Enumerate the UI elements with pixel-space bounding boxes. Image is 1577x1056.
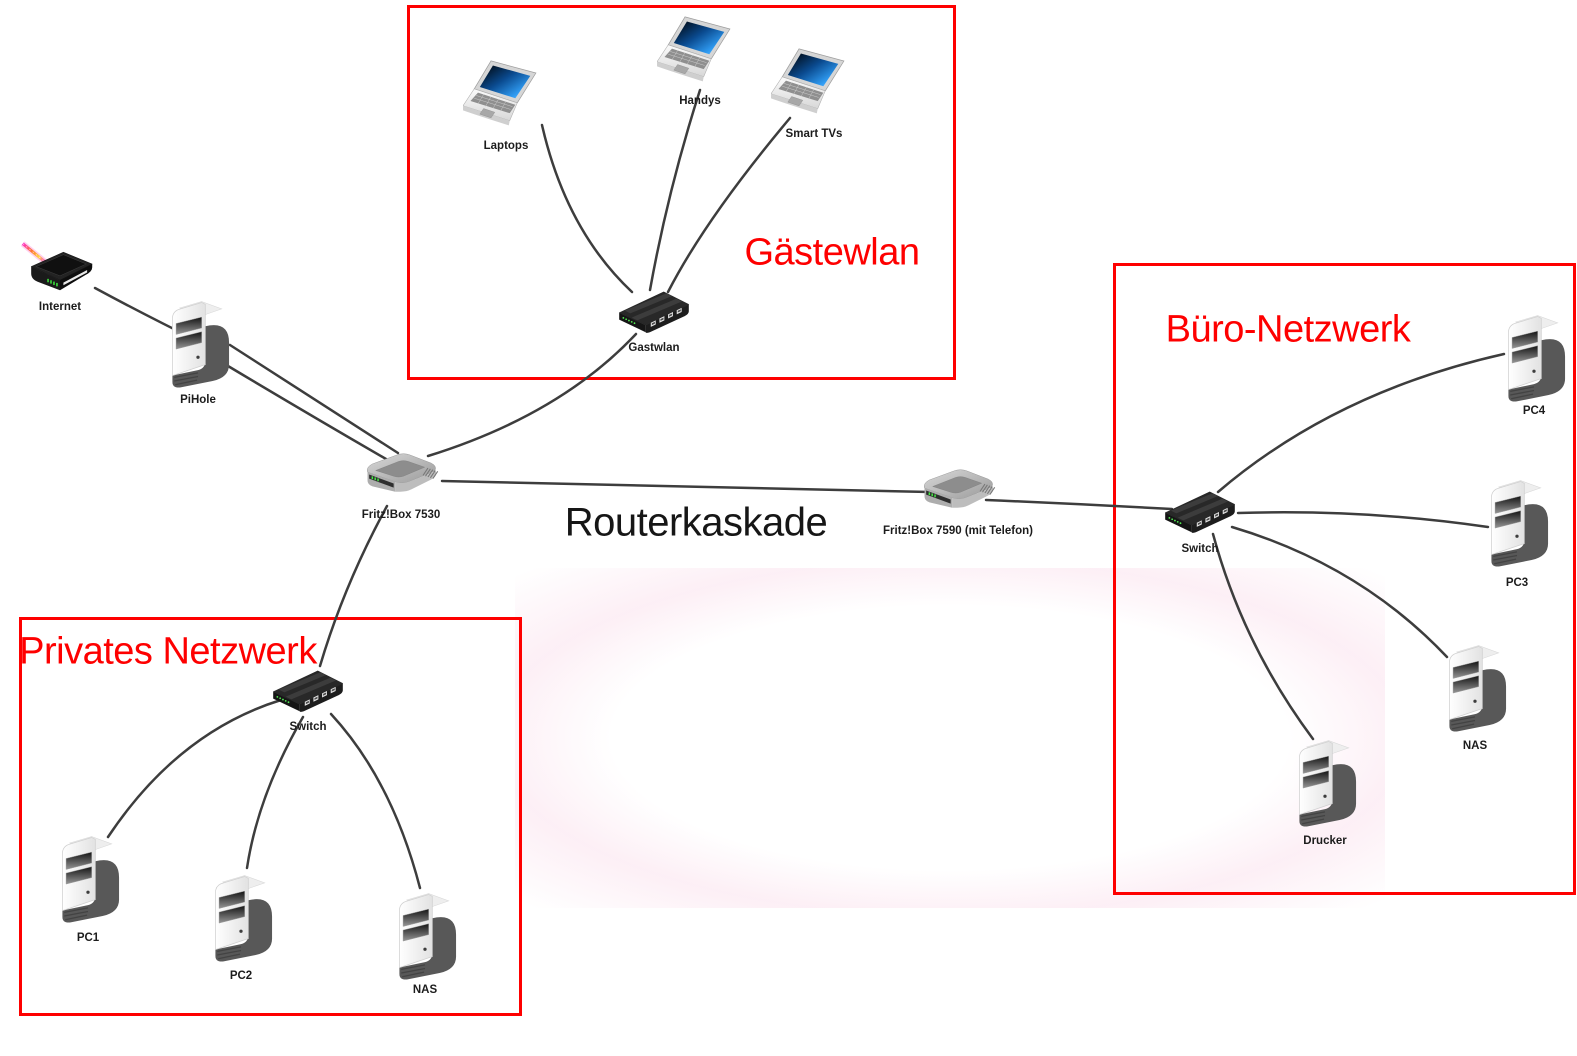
edge-fritz7590-switch-buero bbox=[984, 498, 1174, 511]
node-label-pc4: PC4 bbox=[1522, 405, 1546, 417]
edge-switch-privat-nas-privat bbox=[329, 712, 422, 890]
node-fritz7590[interactable] bbox=[918, 465, 998, 521]
node-label-pc1: PC1 bbox=[76, 932, 100, 944]
node-gastwlan[interactable] bbox=[615, 289, 693, 335]
edge-switch-buero-pc4 bbox=[1216, 352, 1506, 494]
modem-icon bbox=[21, 241, 99, 304]
node-label-smarttvs: Smart TVs bbox=[785, 128, 843, 140]
group-box-gaestewlan bbox=[407, 5, 956, 380]
node-label-fritz7590: Fritz!Box 7590 (mit Telefon) bbox=[883, 525, 1033, 537]
edge-switch-buero-nas-buero bbox=[1230, 525, 1449, 659]
node-drucker[interactable] bbox=[1292, 736, 1358, 831]
edge-switch-buero-drucker bbox=[1211, 532, 1315, 741]
tower-icon bbox=[55, 832, 121, 927]
router-icon bbox=[361, 449, 441, 505]
node-label-drucker: Drucker bbox=[1303, 835, 1347, 847]
node-fritz7530[interactable] bbox=[361, 449, 441, 505]
switch-icon bbox=[269, 668, 347, 714]
tower-icon bbox=[1484, 476, 1550, 571]
node-label-switch-privat: Switch bbox=[289, 721, 327, 733]
node-label-laptops: Laptops bbox=[483, 140, 529, 152]
node-label-nas-privat: NAS bbox=[412, 984, 438, 996]
group-box-buero bbox=[1113, 263, 1576, 895]
node-label-pc2: PC2 bbox=[229, 970, 253, 982]
node-label-fritz7530: Fritz!Box 7530 bbox=[361, 509, 441, 521]
router-icon bbox=[918, 465, 998, 521]
node-label-pc3: PC3 bbox=[1505, 577, 1529, 589]
node-internet[interactable] bbox=[21, 241, 99, 304]
node-pihole[interactable] bbox=[165, 297, 231, 392]
tower-icon bbox=[1501, 311, 1567, 406]
node-nas-privat[interactable] bbox=[392, 889, 458, 984]
group-box-privat bbox=[19, 617, 522, 1016]
group-title-buero: Büro-Netzwerk bbox=[1165, 308, 1411, 351]
switch-icon bbox=[615, 289, 693, 335]
node-label-nas-buero: NAS bbox=[1462, 740, 1488, 752]
node-nas-buero[interactable] bbox=[1442, 641, 1508, 736]
node-laptops[interactable] bbox=[463, 59, 549, 130]
tower-icon bbox=[165, 297, 231, 392]
edge-pihole-fritz7530 bbox=[228, 343, 400, 455]
background-blob bbox=[515, 568, 1385, 908]
node-label-internet: Internet bbox=[38, 301, 82, 313]
tower-icon bbox=[1292, 736, 1358, 831]
edge-switch-privat-pc1 bbox=[106, 698, 283, 839]
laptop-icon bbox=[657, 15, 743, 86]
laptop-icon bbox=[463, 59, 549, 130]
node-switch-privat[interactable] bbox=[269, 668, 347, 714]
node-switch-buero[interactable] bbox=[1161, 489, 1239, 535]
node-label-switch-buero: Switch bbox=[1181, 543, 1219, 555]
tower-icon bbox=[208, 871, 274, 966]
tower-icon bbox=[392, 889, 458, 984]
node-pc1[interactable] bbox=[55, 832, 121, 927]
cascade-title: Routerkaskade bbox=[564, 500, 828, 545]
node-label-pihole: PiHole bbox=[180, 394, 216, 406]
group-title-privat: Privates Netzwerk bbox=[19, 630, 317, 673]
node-pc2[interactable] bbox=[208, 871, 274, 966]
switch-icon bbox=[1161, 489, 1239, 535]
group-title-gaestewlan: Gästewlan bbox=[744, 231, 920, 274]
node-handys[interactable] bbox=[657, 15, 743, 86]
edge-fritz7530-switch-privat bbox=[318, 504, 389, 668]
edge-pihole-fritz7530 bbox=[226, 364, 388, 461]
tower-icon bbox=[1442, 641, 1508, 736]
node-label-gastwlan: Gastwlan bbox=[628, 342, 680, 354]
edge-fritz7530-fritz7590 bbox=[440, 479, 932, 494]
edge-fritz7530-gastwlan bbox=[426, 332, 638, 458]
node-pc4[interactable] bbox=[1501, 311, 1567, 406]
edge-switch-buero-pc3 bbox=[1236, 511, 1490, 529]
node-label-handys: Handys bbox=[679, 95, 721, 107]
edge-gastwlan-laptops bbox=[540, 123, 634, 294]
node-pc3[interactable] bbox=[1484, 476, 1550, 571]
edge-switch-privat-pc2 bbox=[245, 715, 305, 870]
edge-gastwlan-handys bbox=[648, 88, 702, 292]
edge-gastwlan-smarttvs bbox=[666, 116, 792, 294]
